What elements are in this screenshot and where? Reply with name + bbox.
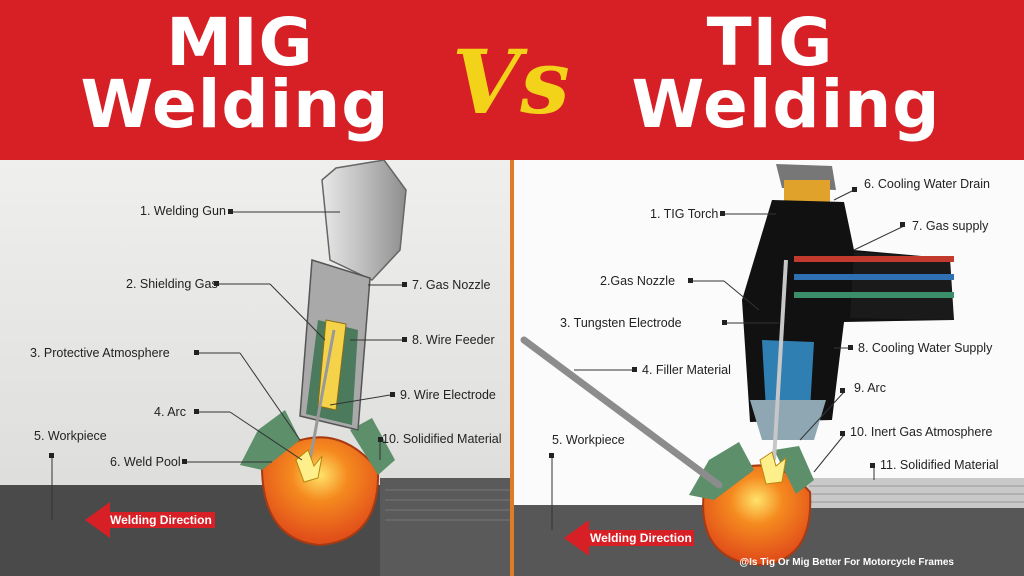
tig-label-workpiece: 5. Workpiece [552, 433, 625, 447]
mig-label-welding-gun: 1. Welding Gun [140, 204, 226, 218]
tig-label-cooling-water-drain: 6. Cooling Water Drain [864, 177, 990, 191]
tig-panel: 1. TIG Torch 2.Gas Nozzle 3. Tungsten El… [514, 160, 1024, 576]
mig-label-wire-feeder: 8. Wire Feeder [412, 333, 495, 347]
mig-label-weld-pool: 6. Weld Pool [110, 455, 181, 469]
tig-label-filler-material: 4. Filler Material [642, 363, 731, 377]
source-caption: @Is Tig Or Mig Better For Motorcycle Fra… [739, 557, 954, 568]
tig-label-cooling-water-supply: 8. Cooling Water Supply [858, 341, 993, 355]
mig-welding-direction: Welding Direction [110, 513, 212, 527]
title-banner [0, 0, 1024, 160]
mig-label-protective-atmosphere: 3. Protective Atmosphere [30, 346, 170, 360]
mig-label-gas-nozzle: 7. Gas Nozzle [412, 278, 491, 292]
tig-title-line1: TIG [706, 4, 834, 81]
panel-divider [510, 160, 514, 576]
tig-label-gas-supply: 7. Gas supply [912, 219, 989, 233]
mig-title-line2: Welding [80, 66, 390, 143]
mig-label-workpiece: 5. Workpiece [34, 429, 107, 443]
mig-label-solidified-material: 10. Solidified Material [382, 432, 502, 446]
tig-title-line2: Welding [631, 66, 941, 143]
tig-label-tungsten-electrode: 3. Tungsten Electrode [560, 316, 682, 330]
tig-illustration [514, 160, 1024, 576]
mig-title-line1: MIG [166, 4, 314, 81]
mig-label-shielding-gas: 2. Shielding Gas [126, 277, 218, 291]
tig-label-solidified-material: 11. Solidified Material [880, 458, 999, 472]
vs-label: Vs [452, 30, 570, 134]
mig-panel: 1. Welding Gun 2. Shielding Gas 3. Prote… [0, 160, 510, 576]
mig-label-arc: 4. Arc [154, 405, 186, 419]
tig-label-tig-torch: 1. TIG Torch [650, 207, 719, 221]
tig-welding-direction: Welding Direction [590, 531, 692, 545]
tig-label-gas-nozzle: 2.Gas Nozzle [600, 274, 676, 288]
mig-illustration [0, 160, 510, 576]
tig-label-arc: 9. Arc [854, 381, 886, 395]
tig-label-inert-gas-atmosphere: 10. Inert Gas Atmosphere [850, 425, 993, 439]
mig-label-wire-electrode: 9. Wire Electrode [400, 388, 496, 402]
